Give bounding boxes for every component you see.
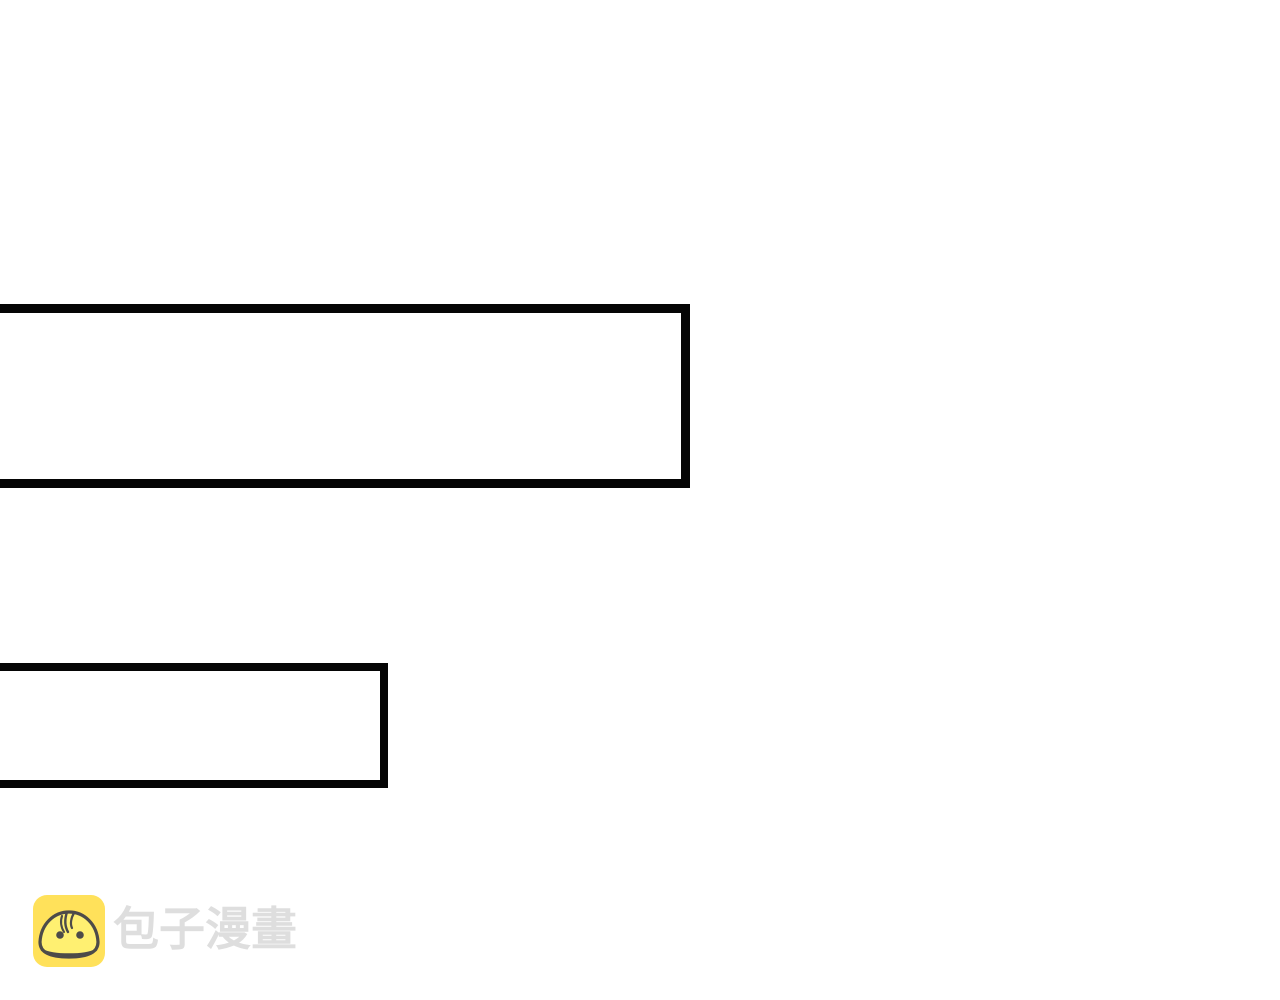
watermark-text: 包子漫畫 [113, 902, 297, 956]
small-empty-panel [0, 663, 388, 788]
steamed-bun-icon [33, 895, 105, 967]
watermark: 包子漫畫 [33, 895, 297, 967]
large-empty-panel [0, 304, 690, 488]
